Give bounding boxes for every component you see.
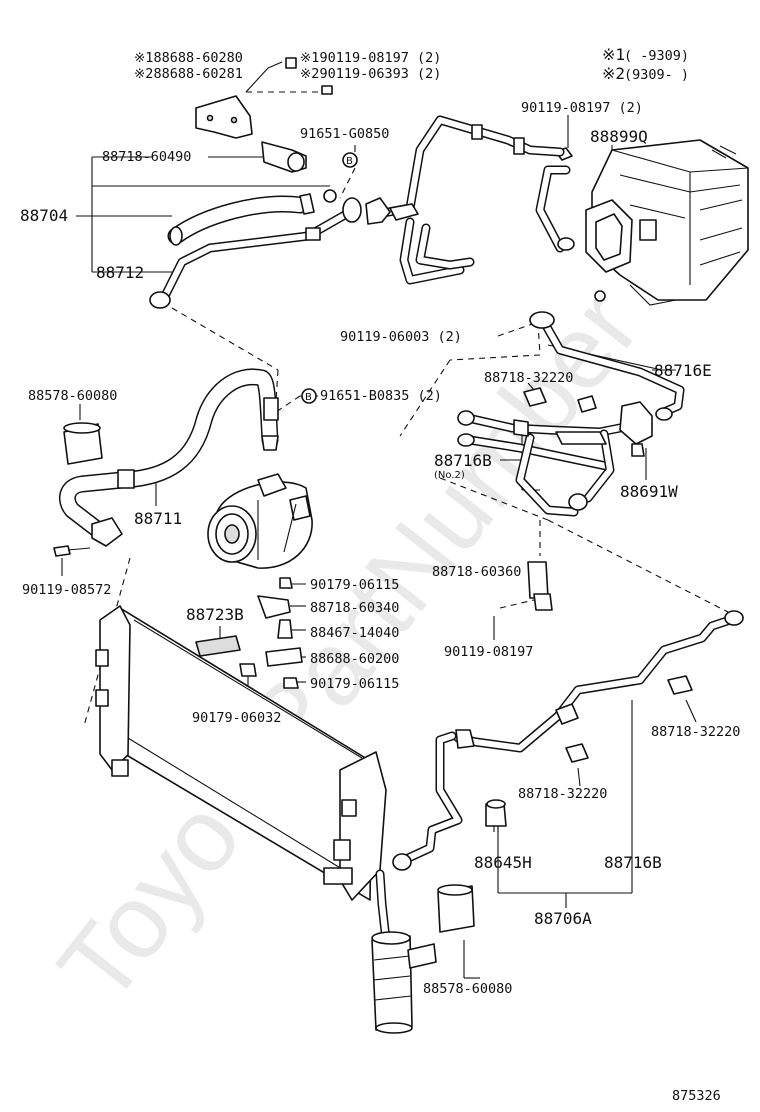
- b-mark-91651-b0835: B: [301, 388, 317, 404]
- legend-row2-range: (9309- ): [624, 67, 689, 83]
- tube-evaporator-inlet: [535, 147, 575, 253]
- legend-row1-mark: ※1: [602, 45, 625, 64]
- legend: ※1 ( -9309) ※2 (9309- ): [602, 45, 689, 83]
- label-88718-60360: 88718-60360: [432, 564, 521, 580]
- label-88723b: [195, 635, 241, 657]
- legend-row1-range: ( -9309): [624, 48, 689, 64]
- label-88578-60080-a: 88578-60080: [28, 388, 117, 404]
- evaporator-unit: [585, 139, 749, 306]
- cushion-88578-60080-a: [63, 422, 103, 465]
- label-288688-60281: ※288688-60281: [134, 66, 243, 82]
- label-91651-b0835-2: 91651-B0835 (2): [320, 388, 442, 404]
- hose-88704: [167, 189, 337, 246]
- label-88691w: 88691W: [620, 482, 678, 501]
- label-290119-06393-2: ※290119-06393 (2): [300, 66, 441, 82]
- expansion-valve-88691w: [577, 395, 653, 457]
- label-88718-60340: 88718-60340: [310, 600, 399, 616]
- hose-88711: [58, 368, 279, 547]
- label-88718-60490: 88718-60490: [102, 149, 191, 165]
- bolt-90119-08572: [53, 545, 91, 557]
- b-mark-label: B: [346, 156, 353, 167]
- label-188688-60280: ※188688-60280: [134, 50, 243, 66]
- condenser: [95, 605, 387, 901]
- clamp-88718-60360: [527, 561, 553, 611]
- legend-row2-mark: ※2: [602, 64, 625, 83]
- mount-bracket: [195, 57, 333, 173]
- label-88718-32220-c: 88718-32220: [518, 786, 607, 802]
- label-91651-g0850: 91651-G0850: [300, 126, 389, 142]
- label-88718-32220-b: 88718-32220: [651, 724, 740, 740]
- clamp-88718-32220-c: [565, 743, 589, 763]
- tube-suction-main: [365, 115, 565, 285]
- label-190119-08197-2: ※190119-08197 (2): [300, 50, 441, 66]
- label-88899q: 88899Q: [590, 127, 648, 146]
- pressure-switch-88645h: [485, 799, 507, 832]
- label-90179-06032: 90179-06032: [192, 710, 281, 726]
- compressor: [207, 473, 313, 569]
- label-90119-08197: 90119-08197: [444, 644, 533, 660]
- label-88706a: 88706A: [534, 909, 592, 928]
- label-88645h: 88645H: [474, 853, 532, 872]
- label-90119-08197-2: 90119-08197 (2): [521, 100, 643, 116]
- label-88578-60080-b: 88578-60080: [423, 981, 512, 997]
- b-mark-91651-g0850: B: [342, 152, 358, 168]
- label-88716b-no2: 88716B: [434, 451, 492, 470]
- label-88718-32220-a: 88718-32220: [484, 370, 573, 386]
- b-mark-label: B: [305, 392, 312, 403]
- label-88688-60200: 88688-60200: [310, 651, 399, 667]
- tube-88712: [149, 197, 362, 309]
- diagram-number: 875326: [672, 1088, 721, 1104]
- part-labels: ※188688-60280 ※288688-60281 ※190119-0819…: [20, 50, 740, 1104]
- tube-to-receiver: [392, 731, 463, 871]
- mid-fasteners: [239, 577, 303, 689]
- leader-lines: [61, 61, 697, 979]
- label-88467-14040: 88467-14040: [310, 625, 399, 641]
- tube-88716b-no2: [457, 410, 625, 517]
- tube-88716e: [529, 290, 685, 421]
- clamp-88718-32220-a: [523, 387, 547, 407]
- label-88716b-no2-note: (No.2): [434, 470, 465, 481]
- label-90179-06115-a: 90179-06115: [310, 577, 399, 593]
- label-88723b: 88723B: [186, 605, 244, 624]
- label-90119-08572: 90119-08572: [22, 582, 111, 598]
- clamp-88718-32220-b: [667, 675, 693, 695]
- label-88712: 88712: [96, 263, 144, 282]
- label-90119-06003-2: 90119-06003 (2): [340, 329, 462, 345]
- label-88716e: 88716E: [654, 361, 712, 380]
- receiver-dryer: [371, 869, 437, 1034]
- label-88704: 88704: [20, 206, 68, 225]
- label-88711: 88711: [134, 509, 182, 528]
- label-90179-06115-b: 90179-06115: [310, 676, 399, 692]
- cushion-88578-60080-b: [437, 884, 475, 933]
- label-88716b-liquid: 88716B: [604, 853, 662, 872]
- tube-88716b-liquid: [453, 610, 744, 753]
